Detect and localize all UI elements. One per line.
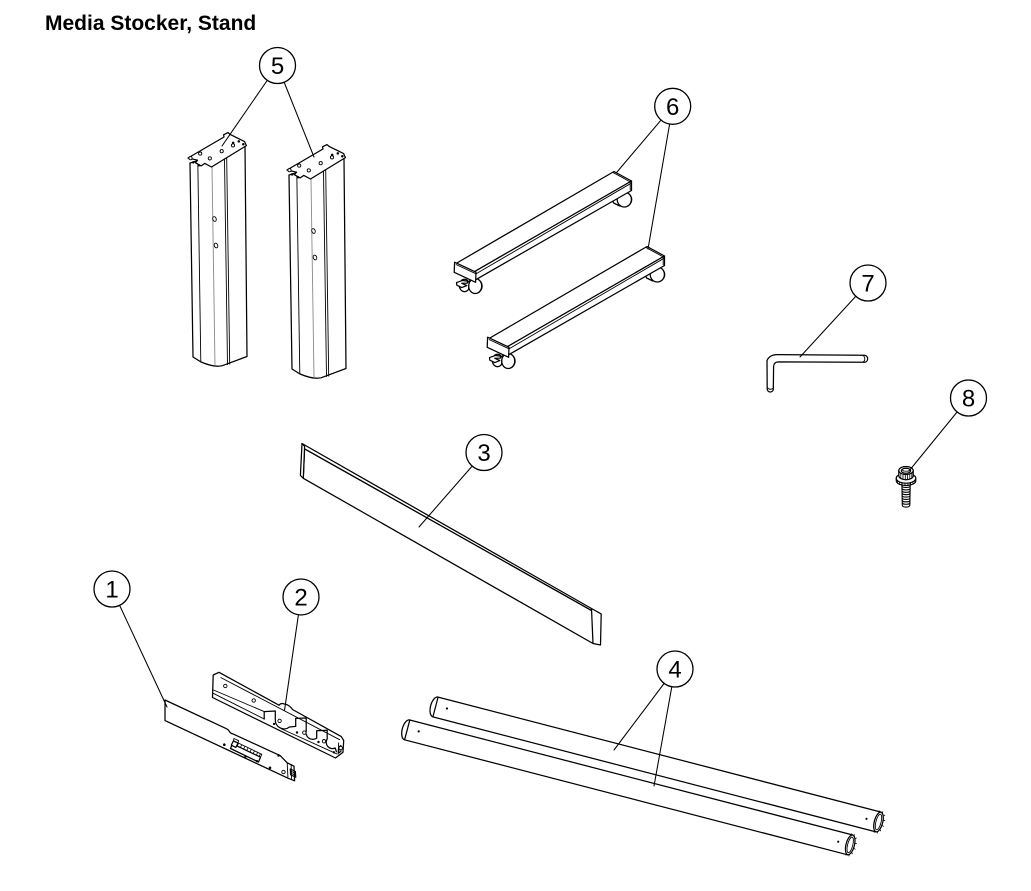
part-6-caster-legs [453, 170, 666, 370]
part-1-lower-bracket [164, 699, 297, 782]
callout-balloons: 1 2 3 4 5 6 7 [93, 46, 988, 688]
part-7-hex-wrench [766, 353, 869, 393]
leader-line-4b [653, 668, 676, 787]
leader-line-2 [283, 596, 302, 712]
callout-1: 1 [93, 570, 131, 608]
part-4-media-pipes [401, 696, 886, 857]
callout-7-label: 7 [861, 271, 874, 298]
leader-line-1 [111, 588, 168, 708]
caster-leg-lower [486, 245, 666, 370]
leader-line-6b [647, 105, 674, 250]
callout-6: 6 [654, 87, 692, 125]
part-5-stand-columns [187, 131, 347, 379]
callout-2-label: 2 [294, 585, 307, 612]
callout-4-label: 4 [668, 657, 681, 684]
callout-3: 3 [465, 433, 503, 472]
callout-7: 7 [849, 264, 887, 302]
part-8-flange-screw [895, 465, 917, 508]
page-title: Media Stocker, Stand [45, 12, 257, 35]
callout-balloon-circle [465, 433, 503, 472]
part-3-crossbar [299, 442, 602, 646]
callout-6-label: 6 [666, 94, 679, 121]
callout-balloon-circle [849, 264, 887, 302]
callout-4: 4 [656, 650, 694, 688]
callout-balloon-circle [949, 379, 988, 417]
callout-balloon-circle [93, 570, 131, 608]
part-2-notched-bracket [211, 671, 345, 759]
callout-3-label: 3 [477, 440, 490, 467]
callout-balloon-circle [654, 87, 692, 125]
callout-balloon-circle [258, 46, 297, 85]
column-left [187, 131, 248, 367]
callout-balloon-circle [282, 578, 320, 616]
callout-1-label: 1 [105, 577, 118, 604]
callout-balloon-circle [656, 650, 694, 688]
column-right [286, 143, 347, 379]
callout-8-label: 8 [962, 386, 975, 413]
callout-8: 8 [949, 379, 988, 417]
callout-5-label: 5 [271, 53, 284, 80]
callout-2: 2 [282, 578, 320, 616]
callout-5: 5 [258, 46, 297, 85]
